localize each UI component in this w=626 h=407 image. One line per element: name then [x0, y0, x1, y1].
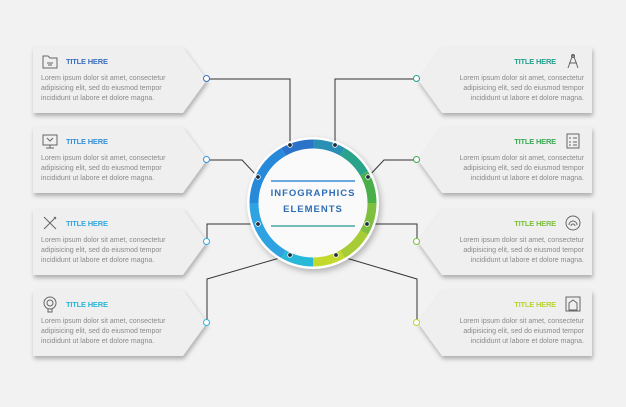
ring-connector-dot: [365, 174, 371, 180]
connector-left-3: [206, 223, 258, 242]
card-background: [418, 290, 592, 356]
ring-segment: [281, 250, 314, 267]
ring-segment: [249, 148, 286, 204]
connector-left-4: [206, 254, 291, 323]
left-connector-dot-4: [203, 319, 210, 326]
card-text: Lorem ipsum dolor sit amet, consectetur …: [459, 75, 585, 102]
monitor-icon: [42, 134, 58, 149]
card-text: Lorem ipsum dolor sit amet, consectetur …: [41, 237, 166, 264]
ring-connector-dot: [287, 142, 293, 148]
right-card-3: TITLE HERE Lorem ipsum dolor sit amet, c…: [418, 209, 592, 275]
ring-connector-dot: [333, 252, 339, 258]
card-title: TITLE HERE: [514, 219, 556, 228]
card-text: Lorem ipsum dolor sit amet, consectetur …: [459, 155, 585, 182]
card-background: [33, 209, 207, 275]
fingerprint-icon: [565, 215, 581, 231]
card-title: TITLE HERE: [66, 219, 108, 228]
ring-connector-dot: [332, 142, 338, 148]
center-title-line2: ELEMENTS: [283, 204, 343, 215]
left-card-4: TITLE HERE Lorem ipsum dolor sit amet, c…: [33, 290, 207, 356]
right-connector-dot-4: [413, 319, 420, 326]
right-card-4: TITLE HERE Lorem ipsum dolor sit amet, c…: [418, 290, 592, 356]
card-text: Lorem ipsum dolor sit amet, consectetur …: [459, 237, 585, 264]
card-text: Lorem ipsum dolor sit amet, consectetur …: [459, 318, 585, 345]
ring-connector-dot: [255, 174, 261, 180]
card-title: TITLE HERE: [66, 300, 108, 309]
card-title: TITLE HERE: [514, 300, 556, 309]
ring-connector-dot: [287, 252, 293, 258]
compass-icon: [567, 53, 579, 69]
left-connector-dot-3: [203, 238, 210, 245]
left-card-1: TITLE HERE Lorem ipsum dolor sit amet, c…: [33, 47, 207, 113]
ring-segment: [249, 202, 286, 258]
left-card-3: TITLE HERE Lorem ipsum dolor sit amet, c…: [33, 209, 207, 275]
card-background: [418, 47, 592, 113]
card-background: [33, 290, 207, 356]
ring-connector-dot: [364, 221, 370, 227]
card-text: Lorem ipsum dolor sit amet, consectetur …: [41, 155, 166, 182]
ring-segment: [340, 230, 368, 258]
folder-icon: [42, 55, 58, 69]
center-title-line1: INFOGRAPHICS: [270, 188, 356, 199]
ring-connector-dot: [255, 221, 261, 227]
card-background: [418, 209, 592, 275]
card-title: TITLE HERE: [66, 137, 108, 146]
connector-right-1: [334, 78, 417, 145]
center-inner: [259, 149, 367, 257]
ring-segment: [312, 139, 345, 156]
card-background: [418, 127, 592, 193]
ring-segment: [360, 171, 377, 204]
connector-right-3: [367, 223, 418, 242]
lightbulb-gear-icon: [43, 296, 57, 313]
card-title: TITLE HERE: [514, 57, 556, 66]
left-card-2: TITLE HERE Lorem ipsum dolor sit amet, c…: [33, 127, 207, 193]
right-connector-dot-3: [413, 238, 420, 245]
right-connector-dot-2: [413, 156, 420, 163]
ring-segment: [340, 148, 368, 176]
ring-segment: [312, 250, 345, 267]
checklist-icon: [566, 133, 580, 149]
connector-right-4: [335, 254, 418, 323]
color-ring: [249, 139, 377, 267]
card-title: TITLE HERE: [514, 137, 556, 146]
house-icon: [565, 296, 581, 312]
connector-left-1: [207, 78, 291, 145]
right-connector-dot-1: [413, 75, 420, 82]
card-background: [33, 47, 207, 113]
left-connector-dot-2: [203, 156, 210, 163]
pencil-ruler-icon: [43, 216, 57, 230]
left-connector-dot-1: [203, 75, 210, 82]
connector-left-2: [207, 159, 259, 178]
right-card-1: TITLE HERE Lorem ipsum dolor sit amet, c…: [418, 47, 592, 113]
card-text: Lorem ipsum dolor sit amet, consectetur …: [41, 75, 166, 102]
card-title: TITLE HERE: [66, 57, 108, 66]
center-title: INFOGRAPHICS ELEMENTS: [263, 186, 363, 218]
connector-right-2: [367, 159, 417, 178]
ring-segment: [281, 139, 314, 156]
ring-segment: [360, 202, 377, 235]
card-text: Lorem ipsum dolor sit amet, consectetur …: [41, 318, 166, 345]
card-background: [33, 127, 207, 193]
right-card-2: TITLE HERE Lorem ipsum dolor sit amet, c…: [418, 127, 592, 193]
